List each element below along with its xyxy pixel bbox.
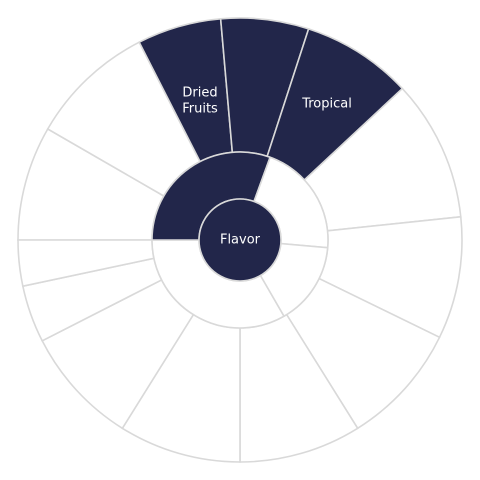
outer-segment-label-4: Tropical	[301, 96, 352, 111]
inner-ring: Fruity	[151, 151, 329, 329]
center-node[interactable]: Flavor	[198, 198, 282, 282]
center-label: Flavor	[220, 233, 261, 248]
center-circle[interactable]	[198, 198, 282, 282]
outer-ring: DriedFruitsStoneFruitsTropical	[17, 17, 463, 463]
